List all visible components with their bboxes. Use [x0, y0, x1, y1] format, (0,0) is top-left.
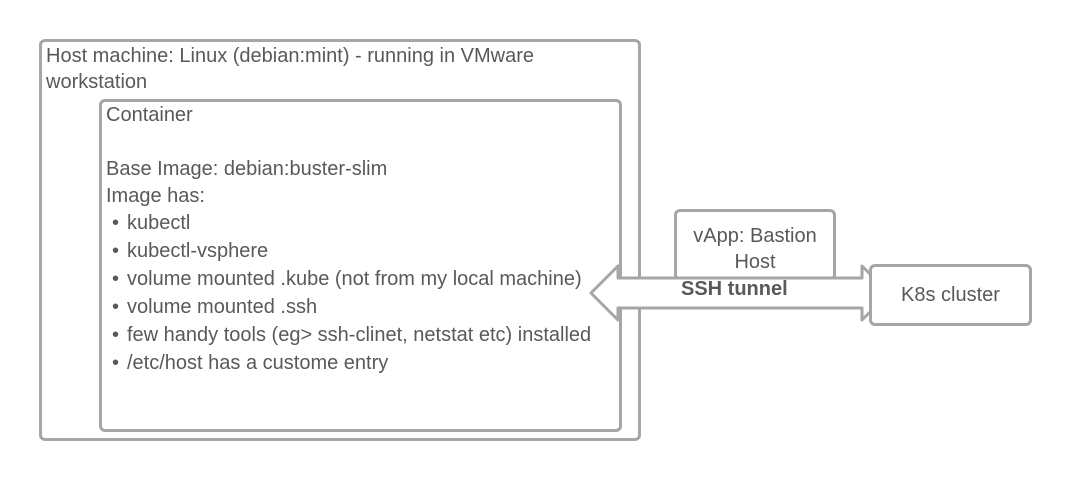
feature-list: kubectl kubectl-vsphere volume mounted .…: [112, 210, 612, 378]
feature-item-handy-tools: few handy tools (eg> ssh-clinet, netstat…: [112, 322, 612, 348]
feature-item-kube-volume: volume mounted .kube (not from my local …: [112, 266, 612, 292]
k8s-cluster-label: K8s cluster: [901, 284, 1000, 306]
feature-item-etc-host: /etc/host has a custome entry: [112, 350, 612, 376]
bastion-host-label: vApp: Bastion Host: [693, 225, 817, 273]
k8s-cluster-box: [869, 264, 1032, 326]
image-has-text: Image has:: [106, 185, 205, 207]
feature-item-ssh-volume: volume mounted .ssh: [112, 294, 612, 320]
host-machine-title: Host machine: Linux (debian:mint) - runn…: [46, 45, 534, 93]
bastion-host-box: [674, 209, 836, 281]
container-title: Container: [106, 104, 193, 126]
base-image-text: Base Image: debian:buster-slim: [106, 158, 388, 180]
feature-item-kubectl-vsphere: kubectl-vsphere: [112, 238, 612, 264]
feature-item-kubectl: kubectl: [112, 210, 612, 236]
ssh-tunnel-label: SSH tunnel: [681, 278, 788, 300]
